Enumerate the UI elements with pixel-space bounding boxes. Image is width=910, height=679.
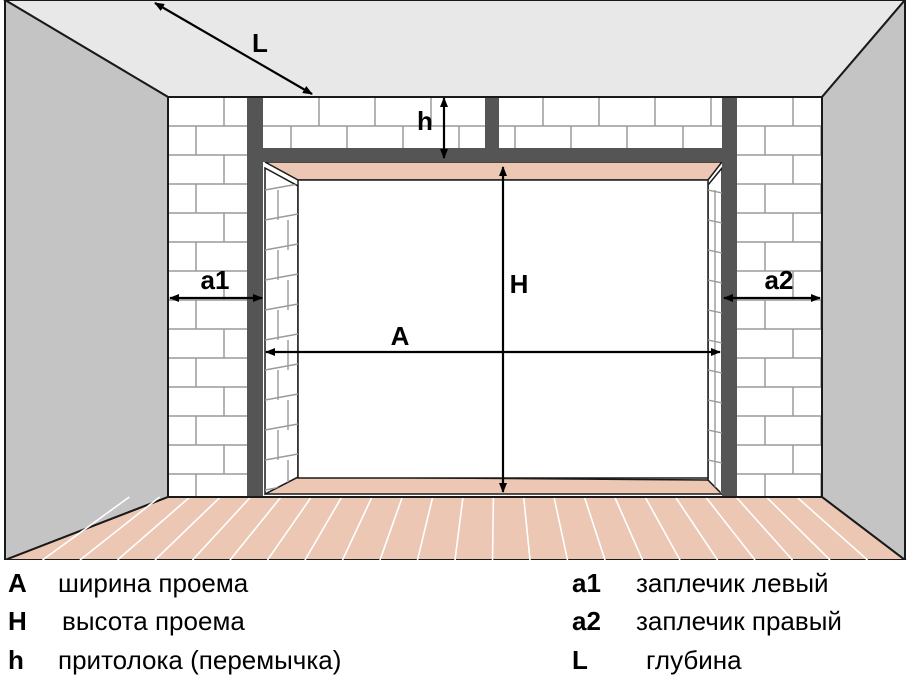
floor-board-line bbox=[613, 496, 644, 560]
garage-opening-diagram: LhH Aa1 a2 bbox=[3, 0, 907, 560]
center-steel-post bbox=[485, 97, 499, 148]
brick-course bbox=[265, 243, 298, 251]
brick-course bbox=[265, 363, 298, 371]
legend-item-lintel: h притолока (перемычка) bbox=[8, 641, 341, 679]
brick-course bbox=[265, 183, 298, 191]
lintel-label: h bbox=[417, 106, 433, 136]
floor-board-line bbox=[705, 496, 756, 560]
brick-course bbox=[265, 333, 298, 341]
right-side-wall bbox=[821, 0, 906, 560]
brick-course bbox=[265, 273, 298, 281]
floor-board-line bbox=[522, 496, 531, 560]
floor-board-line bbox=[735, 496, 794, 560]
left-shoulder-label: a1 bbox=[201, 265, 230, 295]
legend-item-right-shoulder: a2 заплечик правый bbox=[572, 602, 842, 640]
floor-board-line bbox=[674, 496, 719, 560]
floor-board-line bbox=[553, 496, 569, 560]
legend-symbol: H bbox=[8, 606, 27, 636]
depth-dimension-arrow bbox=[154, 2, 313, 95]
legend-symbol: a1 bbox=[572, 568, 601, 598]
legend-text: ширина проема bbox=[58, 568, 249, 598]
brick-course bbox=[265, 423, 298, 431]
steel-lintel-beam bbox=[247, 148, 737, 162]
legend-symbol: L bbox=[572, 645, 588, 675]
legend-text: притолока (перемычка) bbox=[58, 645, 342, 675]
floor-board-line bbox=[491, 496, 495, 560]
floor-board-line bbox=[191, 496, 252, 560]
wall-outline bbox=[167, 96, 823, 498]
legend-symbol: A bbox=[8, 568, 27, 598]
legend-symbol: h bbox=[8, 645, 24, 675]
floor-board-line bbox=[42, 496, 130, 560]
legend-symbol: a2 bbox=[572, 606, 601, 636]
floor-board-line bbox=[154, 496, 221, 560]
left-side-wall bbox=[4, 0, 169, 560]
brick-course bbox=[265, 213, 298, 221]
floor-board-line bbox=[644, 496, 681, 560]
floor-board-line bbox=[583, 496, 606, 560]
floor-board-line bbox=[304, 496, 343, 560]
floor-board-line bbox=[379, 496, 404, 560]
floor-board-line bbox=[416, 496, 434, 560]
legend-text: заплечик левый bbox=[636, 568, 829, 598]
floor-board-line bbox=[79, 496, 161, 560]
brick-course bbox=[265, 393, 298, 401]
width-label: A bbox=[391, 321, 410, 351]
floor-board-line bbox=[116, 496, 191, 560]
opening-bottom-reveal bbox=[264, 476, 724, 495]
legend-text: высота проема bbox=[62, 606, 245, 636]
floor-board-line bbox=[229, 496, 282, 560]
legend-text: глубина bbox=[646, 645, 742, 675]
floor-board-line bbox=[454, 496, 464, 560]
height-label: H bbox=[510, 269, 529, 299]
opening-top-reveal bbox=[264, 161, 724, 181]
brick-course bbox=[265, 303, 298, 311]
depth-label: L bbox=[252, 28, 268, 58]
floor-board-line bbox=[765, 496, 831, 560]
brick-course bbox=[265, 453, 298, 461]
floor-board-line bbox=[266, 496, 312, 560]
floor-board-line bbox=[796, 496, 869, 560]
legend-text: заплечик правый bbox=[636, 606, 842, 636]
floor-board-line bbox=[341, 496, 373, 560]
right-shoulder-label: a2 bbox=[765, 265, 794, 295]
legend-item-left-shoulder: a1 заплечик левый bbox=[572, 564, 829, 602]
